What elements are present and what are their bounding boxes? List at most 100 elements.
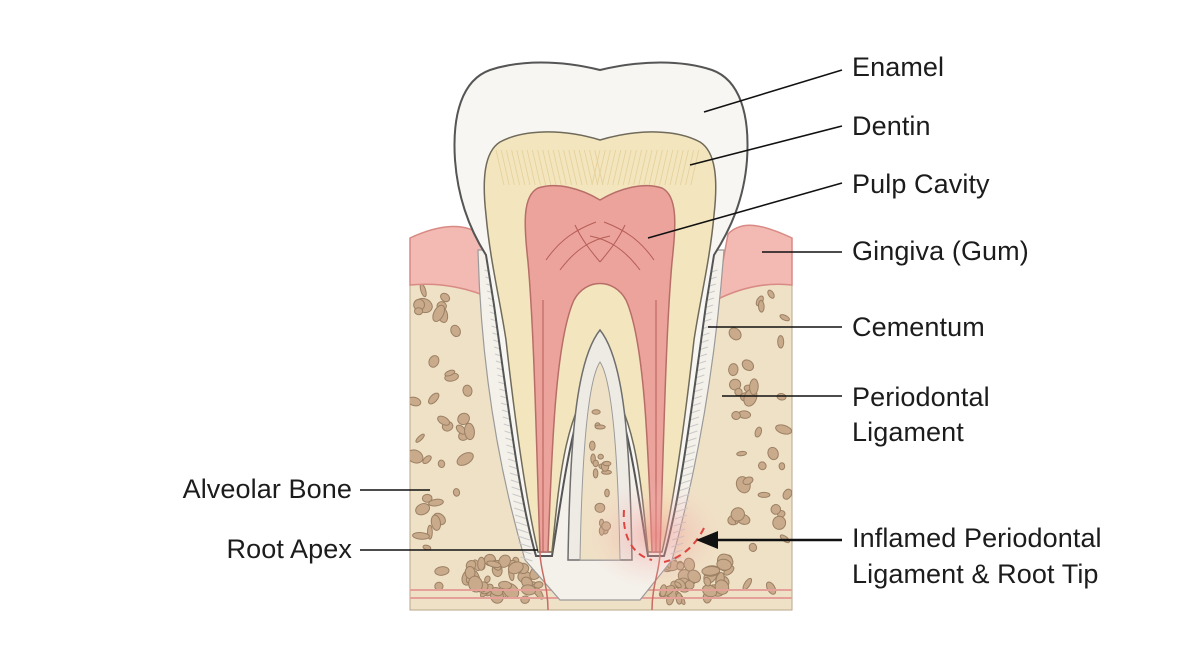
- bone-pore: [437, 459, 446, 468]
- bone-pore: [728, 363, 739, 377]
- bone-pore: [412, 532, 430, 540]
- label-dentin: Dentin: [852, 111, 931, 141]
- bone-pore: [444, 369, 456, 377]
- dentin-tubule: [633, 149, 642, 186]
- label-inflamed-line2: Ligament & Root Tip: [852, 559, 1099, 589]
- bone-pore: [767, 289, 775, 299]
- bone-pore: [748, 542, 758, 552]
- bone-pore: [456, 452, 474, 466]
- dentin-tubule: [532, 149, 541, 186]
- dentin-tubule: [622, 149, 632, 186]
- bone-pore: [440, 292, 451, 303]
- gingiva: [409, 224, 793, 302]
- dentin-tubule: [648, 149, 658, 186]
- dentin-tubule: [506, 149, 515, 186]
- dentin-tubule: [495, 149, 505, 186]
- dentin-tubule: [664, 149, 674, 186]
- dentin-tubule: [628, 149, 637, 186]
- bone-pore: [757, 300, 765, 313]
- bone-pore: [421, 493, 433, 503]
- dentin-tubule: [607, 149, 616, 186]
- label-cementum: Cementum: [852, 312, 985, 342]
- ligament-fiber: [516, 528, 530, 534]
- dentin-tubule: [602, 149, 611, 186]
- dentin-tubule: [659, 149, 668, 186]
- bone-pore: [703, 576, 712, 587]
- dentin-tubule: [542, 149, 552, 186]
- dentin-tubule: [568, 149, 578, 186]
- bone-pore: [594, 424, 606, 430]
- dentin-tubule: [591, 149, 601, 186]
- bone-pore: [477, 556, 486, 571]
- dentin-tubule: [589, 149, 598, 186]
- bone-pore: [782, 488, 792, 500]
- bone-pore: [589, 440, 596, 451]
- dentin-tubule: [552, 149, 562, 186]
- label-gingiva: Gingiva (Gum): [852, 236, 1029, 266]
- bone-pore: [468, 575, 483, 593]
- bone-pore: [486, 560, 502, 568]
- label-enamel: Enamel: [852, 52, 945, 82]
- bone-pore: [428, 498, 444, 507]
- dentin-tubule: [573, 149, 583, 186]
- bone-pore: [415, 503, 431, 516]
- bone-pore: [428, 392, 440, 405]
- bone-pore: [742, 476, 754, 486]
- bone-pore: [484, 575, 491, 584]
- label-alveolar-bone: Alveolar Bone: [182, 474, 352, 504]
- bone-pore: [779, 314, 790, 322]
- bone-pore: [602, 460, 612, 467]
- bone-pore: [533, 581, 544, 589]
- ligament-fiber: [679, 479, 692, 485]
- bone-pore: [731, 410, 741, 421]
- dentin-tubule: [563, 149, 572, 186]
- dentin-tubule: [638, 149, 648, 186]
- label-periodontal-ligament-line1: Periodontal: [852, 382, 990, 412]
- bone-pore: [432, 304, 446, 323]
- bone-pore: [728, 327, 742, 341]
- bone-pore: [507, 561, 524, 575]
- bone-pore: [778, 462, 786, 471]
- bone-pore: [462, 384, 473, 397]
- bone-pore: [757, 491, 771, 498]
- bone-pore: [422, 455, 432, 465]
- ligament-fiber: [515, 521, 529, 527]
- bone-pore: [410, 396, 422, 407]
- bone-pore: [410, 449, 424, 464]
- dentin-tubule: [680, 149, 689, 186]
- label-root-apex: Root Apex: [226, 534, 352, 564]
- inflammation-area: [585, 480, 725, 590]
- bone-pore: [452, 488, 461, 497]
- dentin-tubule: [521, 149, 531, 186]
- dentin-tubule: [690, 149, 700, 186]
- bone-pore: [770, 504, 782, 515]
- ligament-fiber: [520, 556, 533, 562]
- bone-pore: [592, 468, 599, 479]
- dentin-tubule: [500, 149, 510, 186]
- label-inflamed-line1: Inflamed Periodontal: [852, 523, 1102, 553]
- dentin-tubule: [596, 149, 606, 186]
- bone-pore: [592, 459, 599, 468]
- bone-pore: [777, 335, 785, 349]
- bone-pore: [450, 324, 461, 338]
- dentin-tubule: [578, 149, 588, 186]
- ligament-fiber: [514, 514, 528, 520]
- dentin-tubule: [643, 149, 653, 186]
- bone-pore: [775, 424, 792, 435]
- dentin-tubule: [537, 149, 546, 186]
- bone-pore: [597, 453, 604, 460]
- bone-pore: [437, 415, 451, 426]
- bone-pore: [457, 412, 470, 426]
- bone-pore: [716, 558, 732, 571]
- bone-pore: [414, 307, 424, 316]
- bone-pore: [736, 450, 747, 457]
- dentin-tubule: [526, 149, 536, 186]
- bone-pore: [430, 514, 442, 531]
- bone-pore: [772, 515, 787, 530]
- bone-pore: [767, 446, 779, 461]
- label-pulp-cavity: Pulp Cavity: [852, 169, 990, 199]
- bone-pore: [754, 426, 763, 438]
- bone-pore: [415, 433, 425, 443]
- dentin-tubule: [685, 149, 694, 186]
